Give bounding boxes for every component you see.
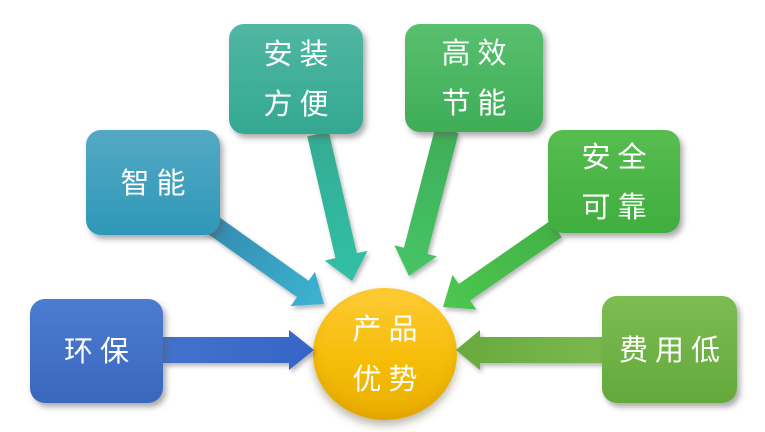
node-anquan-label-line1: 安全 [581, 139, 654, 174]
node-feiyong-di: 费用低 [602, 296, 737, 403]
node-gaoxiao-label-line1: 高效 [441, 36, 514, 70]
center-ellipse-product-advantage: 产品 优势 [313, 288, 457, 420]
arrow-gaoxiao-to-center [394, 127, 459, 276]
center-label-line1: 产品 [352, 312, 425, 346]
arrow-zhineng-to-center [204, 214, 324, 307]
node-zhineng-label: 智能 [120, 165, 193, 200]
arrow-anquan-to-center [443, 220, 562, 310]
node-huanbao: 环保 [30, 299, 163, 403]
arrow-anzhuang-to-center [307, 131, 368, 281]
node-anzhuang-fangbian: 安装 方便 [229, 24, 363, 134]
arrow-huanbao-to-center [163, 330, 314, 370]
node-feiyong-label: 费用低 [618, 332, 727, 367]
center-label-line2: 优势 [352, 362, 425, 396]
node-anquan-kekao: 安全 可靠 [548, 130, 680, 233]
node-zhineng: 智能 [86, 130, 220, 235]
node-anquan-label-line2: 可靠 [581, 189, 654, 224]
node-anzhuang-label-line2: 方便 [263, 87, 336, 121]
node-gaoxiao-label-line2: 节能 [441, 86, 514, 120]
node-anzhuang-label-line1: 安装 [263, 37, 336, 71]
node-huanbao-label: 环保 [63, 334, 136, 368]
node-gaoxiao-jieneng: 高效 节能 [405, 24, 543, 132]
arrow-feiyong-to-center [456, 330, 602, 370]
